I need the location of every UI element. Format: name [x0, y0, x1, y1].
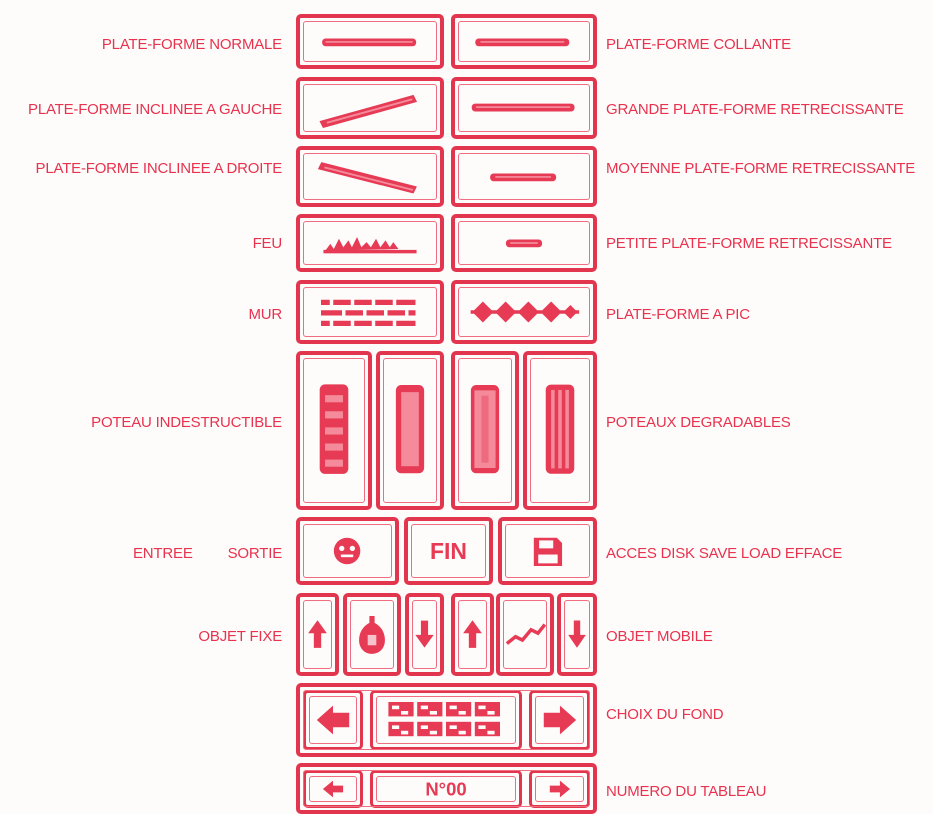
fixed-object-down-button[interactable] — [405, 593, 444, 676]
label-entry: ENTREE — [133, 545, 193, 563]
platform-normal-button[interactable] — [296, 14, 444, 69]
pole-degradable-1-button[interactable] — [376, 351, 444, 510]
platform-medium-shrinking-button[interactable] — [451, 146, 597, 207]
wall-button[interactable] — [296, 280, 444, 344]
background-prev-button[interactable] — [303, 690, 363, 750]
label-fixed-object: OBJET FIXE — [198, 628, 282, 646]
label-platform-spike: PLATE-FORME A PIC — [606, 306, 750, 324]
pole-indestructible-button[interactable] — [296, 351, 372, 510]
arrow-left-icon — [306, 693, 360, 747]
platform-incline-right-button[interactable] — [296, 146, 444, 207]
fire-button[interactable] — [296, 214, 444, 272]
background-preview — [370, 690, 522, 750]
mobile-object-up-button[interactable] — [451, 593, 494, 676]
background-next-button[interactable] — [529, 690, 590, 750]
label-fire: FEU — [253, 235, 282, 253]
label-platform-medium-shrinking: MOYENNE PLATE-FORME RETRECISSANTE — [606, 160, 915, 178]
label-platform-sticky: PLATE-FORME COLLANTE — [606, 36, 791, 54]
pole-degradable-2-button[interactable] — [451, 351, 519, 510]
board-number-value: N°00 — [425, 779, 466, 800]
face-icon — [300, 521, 395, 581]
board-prev-button[interactable] — [303, 770, 363, 808]
label-poles-degradable: POTEAUX DEGRADABLES — [606, 414, 791, 432]
arrow-down-icon — [409, 597, 440, 672]
platform-large-shrinking-button[interactable] — [451, 77, 597, 139]
end-button[interactable]: FIN — [404, 517, 493, 585]
arrow-right-icon — [532, 693, 587, 747]
board-number-panel: N°00 — [296, 763, 597, 814]
arrow-up-icon — [300, 597, 335, 672]
label-platform-normal: PLATE-FORME NORMALE — [102, 36, 282, 54]
fixed-object-up-button[interactable] — [296, 593, 339, 676]
label-disk-access: ACCES DISK SAVE LOAD EFFACE — [606, 545, 842, 563]
arrow-up-icon — [455, 597, 490, 672]
disk-access-button[interactable] — [498, 517, 597, 585]
pole-degradable-3-button[interactable] — [523, 351, 597, 510]
floppy-disk-icon — [502, 521, 593, 581]
fixed-object-preview[interactable] — [343, 593, 401, 676]
board-number-display: N°00 — [370, 770, 522, 808]
background-choice-panel — [296, 683, 597, 757]
board-next-button[interactable] — [529, 770, 590, 808]
arrow-right-icon — [532, 773, 587, 805]
label-exit: SORTIE — [228, 545, 282, 563]
mobile-object-preview[interactable] — [496, 593, 554, 676]
end-label: FIN — [430, 538, 467, 564]
entry-button[interactable] — [296, 517, 399, 585]
label-pole-indestructible: POTEAU INDESTRUCTIBLE — [91, 414, 282, 432]
platform-spike-button[interactable] — [451, 280, 597, 344]
label-mobile-object: OBJET MOBILE — [606, 628, 713, 646]
label-platform-incline-left: PLATE-FORME INCLINEE A GAUCHE — [28, 101, 282, 119]
arrow-left-icon — [306, 773, 360, 805]
label-background-choice: CHOIX DU FOND — [606, 706, 723, 724]
platform-small-shrinking-button[interactable] — [451, 214, 597, 272]
label-wall: MUR — [248, 306, 282, 324]
bottle-icon — [347, 597, 397, 672]
mobile-object-down-button[interactable] — [557, 593, 597, 676]
label-board-number: NUMERO DU TABLEAU — [606, 783, 766, 801]
label-platform-small-shrinking: PETITE PLATE-FORME RETRECISSANTE — [606, 235, 892, 253]
platform-sticky-button[interactable] — [451, 14, 597, 69]
arrow-down-icon — [561, 597, 593, 672]
zigzag-icon — [500, 597, 550, 672]
platform-incline-left-button[interactable] — [296, 77, 444, 139]
label-platform-incline-right: PLATE-FORME INCLINEE A DROITE — [36, 160, 282, 178]
label-platform-large-shrinking: GRANDE PLATE-FORME RETRECISSANTE — [606, 101, 904, 119]
